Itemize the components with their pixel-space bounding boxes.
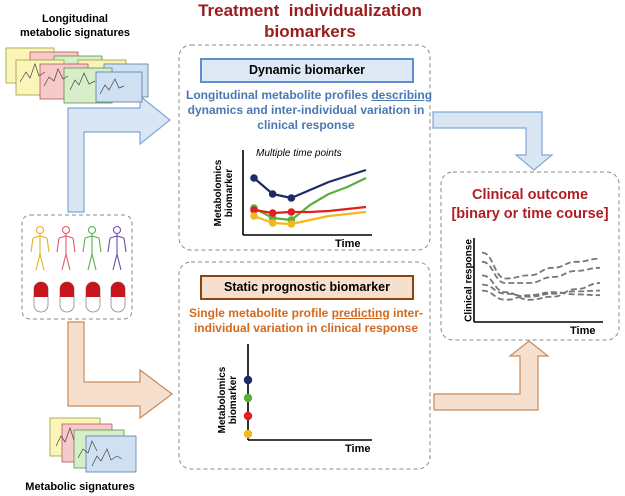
dynamic-series-1-point-2 (268, 190, 277, 198)
longitudinal-label-line1: Longitudinal (42, 13, 108, 25)
static-point-3 (243, 411, 253, 421)
static-ylabel: Metabolomics biomarker (217, 360, 239, 440)
clinical-response-curve-3 (481, 274, 601, 301)
dynamic-series-1-point-3 (287, 194, 296, 202)
patient-figures (30, 225, 127, 271)
clinical-chart (481, 251, 601, 301)
clinical-chart-axes (473, 238, 603, 323)
static-description: Single metabolite profile predicting int… (186, 306, 426, 336)
dynamic-series-3-point-1 (250, 206, 258, 214)
static-point-2 (243, 393, 253, 403)
static-desc-part2: inter- (389, 306, 424, 320)
static-panel (178, 261, 431, 470)
dynamic-desc-underlined: describing (371, 88, 433, 102)
static-ylabel-line2: biomarker (228, 375, 239, 425)
dynamic-panel (178, 44, 431, 251)
dynamic-ylabel-line2: biomarker (224, 168, 235, 218)
clinical-title-line2: [binary or time course] (451, 206, 609, 222)
dynamic-series-4-point-2 (268, 219, 277, 227)
clinical-ylabel: Clinical response (463, 239, 475, 322)
clinical-xlabel: Time (570, 325, 596, 337)
static-point-4 (243, 429, 253, 439)
dynamic-chart-annotation: Multiple time points (256, 148, 342, 159)
longitudinal-signatures-label: Longitudinal metabolic signatures (0, 12, 150, 40)
clinical-title-line1: Clinical outcome (471, 187, 589, 203)
static-desc-part1: Single metabolite profile (188, 306, 332, 320)
static-header-box: Static prognostic biomarker (200, 275, 414, 300)
dynamic-description: Longitudinal metabolite profiles describ… (186, 88, 432, 133)
static-chart-axes (247, 344, 372, 441)
metabolic-signature-stack (49, 417, 137, 473)
patients-panel (21, 214, 133, 320)
orange-arrow-up (433, 340, 550, 411)
clinical-response-curve-1 (481, 251, 601, 280)
static-desc-line2: individual variation in clinical respons… (193, 321, 419, 335)
metabolic-signatures-label: Metabolic signatures (25, 481, 135, 493)
dynamic-header-box: Dynamic biomarker (200, 58, 414, 83)
static-xlabel: Time (345, 443, 371, 455)
static-header: Static prognostic biomarker (223, 280, 390, 294)
dynamic-series-3-point-2 (268, 209, 277, 217)
dynamic-desc-part1: Longitudinal metabolite profiles (186, 88, 372, 102)
dynamic-chart (250, 168, 367, 228)
static-point-1 (243, 375, 253, 385)
clinical-response-curve-5 (481, 289, 601, 301)
clinical-response-curve-2 (481, 260, 601, 284)
dynamic-series-3-point-3 (287, 208, 296, 216)
dynamic-desc-line3: clinical response (257, 118, 355, 132)
static-desc-underlined: predicting (331, 306, 390, 320)
static-chart (243, 375, 253, 439)
capsule-icons (33, 281, 126, 313)
dynamic-xlabel: Time (335, 238, 361, 250)
blue-arrow-right-down (432, 111, 554, 171)
page-title-line2: biomarkers (264, 22, 356, 41)
static-ylabel-line1: Metabolomics (217, 366, 228, 434)
clinical-title: Clinical outcome [binary or time course] (444, 186, 616, 224)
dynamic-ylabel: Metabolomics biomarker (213, 153, 235, 233)
page-title: Treatment individualization biomarkers (190, 0, 430, 42)
dynamic-header: Dynamic biomarker (248, 63, 366, 77)
page-title-line1: Treatment individualization (198, 1, 422, 20)
clinical-response-curve-4 (481, 283, 601, 298)
longitudinal-signature-stack (5, 47, 149, 104)
dynamic-series-1-point-1 (250, 174, 258, 182)
blue-arrow-up (67, 94, 171, 213)
dynamic-desc-line2: dynamics and inter-individual variation … (187, 103, 425, 117)
longitudinal-label-line2: metabolic signatures (19, 27, 131, 39)
dynamic-series-4-point-1 (250, 212, 258, 220)
dynamic-chart-axes (242, 150, 372, 236)
orange-arrow-down (67, 321, 173, 420)
clinical-panel (440, 171, 620, 341)
dynamic-ylabel-line1: Metabolomics (213, 159, 224, 227)
dynamic-series-4-point-3 (287, 220, 296, 228)
